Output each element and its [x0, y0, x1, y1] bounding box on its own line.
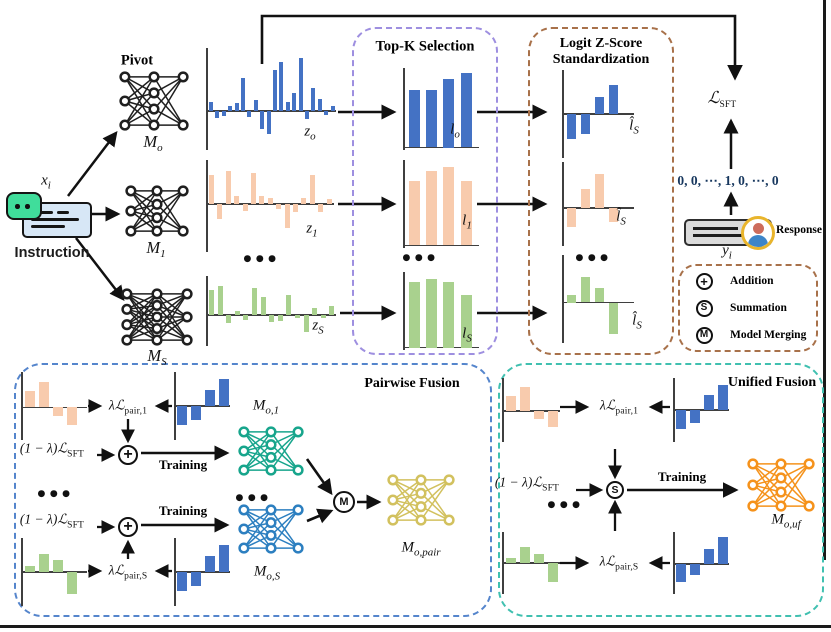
- label-m-s: MS: [147, 345, 167, 369]
- label-uf-sft-weighted: (1 − λ)ℒSFT: [494, 474, 560, 494]
- pw-chart-blue-bottom: [174, 538, 230, 606]
- pairwise-fusion-box: [14, 363, 492, 617]
- zscore-chart-orange: [562, 162, 634, 246]
- training-label-unified: Training: [657, 469, 707, 484]
- network-m-o-1: [237, 425, 305, 477]
- addition-circle-2: +: [118, 517, 138, 537]
- response-icon: [684, 216, 776, 250]
- topk-selection-box: [352, 27, 498, 355]
- robot-head-icon: [6, 192, 42, 220]
- model-merging-circle: M: [333, 491, 355, 513]
- instruction-icon: [6, 190, 98, 242]
- zscore-standardization-box: [528, 27, 674, 355]
- addition-circle-1: +: [118, 445, 138, 465]
- unified-fusion-box: [498, 363, 824, 617]
- pairwise-title: Pairwise Fusion: [364, 376, 460, 391]
- logits-chart-z-s: [206, 276, 336, 346]
- label-uf-loss-pair-1: λℒpair,1: [599, 397, 639, 417]
- feedback-line-to-sft-loss: [260, 14, 743, 81]
- topk-chart-l-o: [403, 68, 479, 150]
- arrow-net-blue-to-merge: [306, 508, 334, 524]
- ellipsis-topk-charts: ●●●: [402, 253, 440, 263]
- label-l-1: l1: [462, 212, 472, 232]
- label-m-1: M1: [146, 237, 166, 261]
- label-x-i: xi: [41, 172, 51, 192]
- label-sft-weighted-2: (1 − λ)ℒSFT: [19, 511, 85, 531]
- uf-chart-orange: [502, 378, 560, 442]
- label-loss-pair-1: λℒpair,1: [108, 397, 148, 417]
- label-lhat-green: l̂S: [632, 312, 642, 332]
- label-l-s: lS: [462, 325, 472, 345]
- arrow-net-teal-to-merge: [305, 458, 333, 496]
- ellipsis-pivot-charts: ●●●: [243, 254, 281, 264]
- summation-circle: S: [606, 481, 624, 499]
- label-m-o-pair: Mo,pair: [401, 539, 441, 559]
- response-avatar: [741, 216, 775, 250]
- uf-chart-green: [502, 532, 560, 594]
- zscore-title-line2: Standardization: [552, 52, 650, 67]
- ellipsis-pairwise-nets: ●●●: [235, 493, 273, 503]
- legend-box: [678, 264, 818, 352]
- logits-chart-z-o: [206, 48, 336, 150]
- legend-summation-label: Summation: [730, 302, 787, 314]
- logits-chart-z-1: [206, 160, 334, 252]
- pivot-title: Pivot: [120, 52, 154, 69]
- network-m-o-pair: [386, 473, 456, 527]
- network-m-o-s: [237, 503, 305, 555]
- label-z-s: zS: [312, 317, 324, 337]
- ellipsis-pairwise-left: ●●●: [37, 489, 75, 499]
- uf-chart-blue-bottom: [673, 532, 729, 594]
- addition-legend-icon: +: [695, 272, 713, 290]
- page-edge-right: [823, 0, 826, 560]
- instruction-label: Instruction: [14, 245, 90, 261]
- topk-title: Top-K Selection: [375, 38, 475, 55]
- network-m-o: [118, 70, 190, 132]
- uf-chart-blue-top: [673, 378, 729, 442]
- topk-chart-l-s: [403, 272, 479, 350]
- network-m-1: [124, 184, 190, 238]
- pw-chart-blue-top: [174, 372, 230, 440]
- onehot-vector-label: 0, 0, ⋯, 1, 0, ⋯, 0: [677, 173, 779, 188]
- label-lhat-orange: l̂S: [616, 208, 626, 228]
- arrow-instruction-to-m-s: [75, 237, 125, 301]
- label-sft-weighted-1: (1 − λ)ℒSFT: [19, 440, 85, 460]
- unified-title: Unified Fusion: [727, 375, 817, 390]
- pw-chart-green: [21, 538, 87, 606]
- label-uf-loss-pair-s: λℒpair,S: [599, 553, 639, 573]
- network-m-o-uf: [746, 457, 816, 513]
- label-z-o: zo: [304, 123, 316, 143]
- instruction-document: [22, 202, 92, 238]
- arrow-instruction-to-m-o: [67, 131, 118, 197]
- zscore-chart-blue: [562, 70, 634, 158]
- zscore-title-line1: Logit Z-Score: [559, 36, 643, 51]
- topk-chart-l-1: [403, 160, 479, 248]
- page-edge-bottom: [0, 625, 831, 628]
- network-m-s: [120, 287, 194, 347]
- label-m-o-uf: Mo,uf: [771, 511, 801, 531]
- label-m-o-s: Mo,S: [253, 563, 281, 583]
- label-m-o: Mo: [143, 131, 163, 155]
- pw-chart-orange: [21, 372, 87, 440]
- label-lhat-blue: l̂S: [629, 117, 639, 137]
- label-sft-loss: ℒSFT: [707, 87, 737, 111]
- label-z-1: z1: [306, 220, 318, 240]
- ellipsis-unified: ●●●: [547, 500, 585, 510]
- zscore-chart-green: [562, 255, 634, 343]
- ellipsis-zscore-charts: ●●●: [575, 253, 613, 263]
- response-label: Response: [775, 224, 823, 236]
- legend-model-merging-label: Model Merging: [730, 329, 807, 341]
- summation-legend-icon: S: [695, 299, 713, 317]
- label-y-i: yi: [722, 242, 732, 262]
- label-loss-pair-s: λℒpair,S: [108, 562, 148, 582]
- training-label-1: Training: [158, 457, 208, 472]
- training-label-2: Training: [158, 503, 208, 518]
- model-merging-legend-icon: M: [695, 326, 713, 344]
- legend-addition-label: Addition: [730, 275, 774, 287]
- label-m-o-1: Mo,1: [252, 397, 280, 417]
- label-l-o: lo: [450, 121, 460, 141]
